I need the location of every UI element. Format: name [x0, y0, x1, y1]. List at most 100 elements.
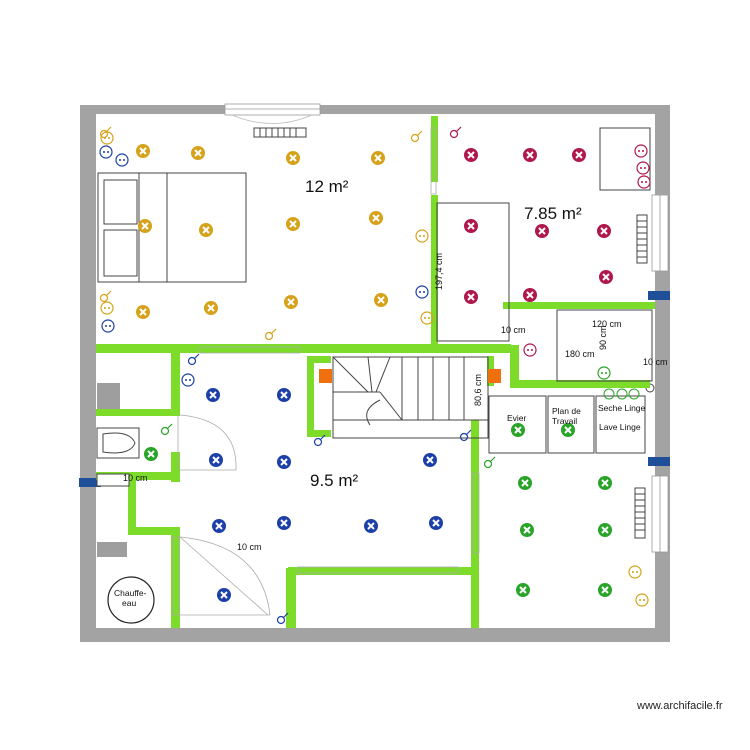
ceiling-light-icon [206, 388, 220, 402]
dimension-label: 120 cm [592, 319, 622, 329]
socket-icon [523, 343, 537, 357]
door-swing-icon [172, 127, 480, 616]
ceiling-light-icon [286, 151, 300, 165]
room-area-bedroom: 12 m² [305, 177, 349, 196]
socket-icon [100, 301, 114, 315]
ceiling-light-icon [364, 519, 378, 533]
ceiling-light-icon [204, 301, 218, 315]
switch-icon [160, 423, 173, 436]
dimension-label: 90 cm [598, 325, 608, 350]
socket-icon [100, 131, 114, 145]
socket-icon [603, 388, 640, 400]
ceiling-light-icon [429, 516, 443, 530]
switch-icon [187, 353, 200, 366]
switch-icon [276, 612, 289, 625]
switch-icon [483, 456, 496, 469]
ceiling-light-icon [518, 476, 532, 490]
ceiling-light-icon [369, 211, 383, 225]
ceiling-light-icon [371, 151, 385, 165]
radiator-icon [634, 214, 648, 539]
window-icon [224, 103, 321, 124]
credit-text[interactable]: www.archifacile.fr [637, 700, 723, 712]
dimension-label: 10 cm [643, 357, 668, 367]
ceiling-light-icon [217, 588, 231, 602]
ceiling-light-icon [136, 305, 150, 319]
fixture-label-heater: eau [122, 598, 136, 608]
socket-icon [420, 311, 434, 325]
ceiling-light-icon [138, 219, 152, 233]
ceiling-light-icon [516, 583, 530, 597]
socket-icon [101, 319, 115, 333]
socket-icon [635, 593, 649, 607]
ceiling-light-icon [374, 293, 388, 307]
electrical-symbols [99, 126, 651, 625]
socket-icon [115, 153, 129, 167]
socket-icon [597, 366, 611, 380]
interior-walls [96, 116, 655, 628]
socket-icon [628, 565, 642, 579]
ceiling-light-icon [597, 224, 611, 238]
ceiling-light-icon [599, 270, 613, 284]
room-area-hall: 9.5 m² [310, 471, 359, 490]
fixture-label-heater: Chauffe- [114, 588, 147, 598]
fixture-label-worktop: Plan de [552, 406, 581, 416]
dimension-label: 180 cm [565, 349, 595, 359]
switch-icon [313, 434, 326, 447]
window-marker [79, 291, 670, 487]
socket-icon [637, 175, 651, 189]
ceiling-light-icon [464, 290, 478, 304]
switch-icon [99, 126, 112, 139]
stair-icon [332, 356, 489, 439]
switch-icon [459, 429, 472, 442]
ceiling-light-icon [284, 295, 298, 309]
ceiling-light-icon [572, 148, 586, 162]
ceiling-light-icon [286, 217, 300, 231]
ceiling-light-icon [277, 516, 291, 530]
fixture-label-worktop: Travail [552, 416, 577, 426]
fixture-label-sink: Evier [507, 413, 527, 423]
ceiling-light-icon [277, 388, 291, 402]
switch-icon [410, 130, 423, 143]
ceiling-light-icon [598, 583, 612, 597]
toilet-icon [96, 383, 140, 557]
dimension-label: 10 cm [501, 325, 526, 335]
fixture-label-dryer: Seche Linge [598, 403, 646, 413]
ceiling-light-icon [212, 519, 226, 533]
switch-icon [449, 126, 462, 139]
ceiling-light-icon [511, 423, 525, 437]
ceiling-light-icon [144, 447, 158, 461]
ceiling-light-icon [209, 453, 223, 467]
ceiling-light-icon [561, 423, 575, 437]
furniture [436, 127, 651, 342]
socket-icon [181, 373, 195, 387]
dimension-label: 10 cm [123, 473, 148, 483]
room-area-room2: 7.85 m² [524, 204, 582, 223]
ceiling-light-icon [136, 144, 150, 158]
ceiling-lights [136, 144, 613, 602]
ceiling-light-icon [191, 146, 205, 160]
stair-block [319, 369, 501, 383]
fixture-label-washer: Lave Linge [599, 422, 641, 432]
socket-icon [636, 161, 650, 175]
switch-icon [264, 328, 277, 341]
socket-icon [99, 145, 113, 159]
dimension-label: 197,4 cm [434, 253, 444, 290]
switch-icon [99, 290, 112, 303]
dimension-label: 10 cm [237, 542, 262, 552]
ceiling-light-icon [464, 219, 478, 233]
ceiling-light-icon [523, 288, 537, 302]
ceiling-light-icon [535, 224, 549, 238]
water-heater-icon [107, 576, 155, 624]
socket-icon [415, 229, 429, 243]
ceiling-light-icon [199, 223, 213, 237]
window-icon [651, 194, 669, 553]
dimension-label: 80,6 cm [473, 374, 483, 406]
socket-icon [415, 285, 429, 299]
ceiling-light-icon [598, 476, 612, 490]
ceiling-light-icon [520, 523, 534, 537]
ceiling-light-icon [464, 148, 478, 162]
ceiling-light-icon [277, 455, 291, 469]
ceiling-light-icon [523, 148, 537, 162]
bed-icon [97, 172, 247, 283]
